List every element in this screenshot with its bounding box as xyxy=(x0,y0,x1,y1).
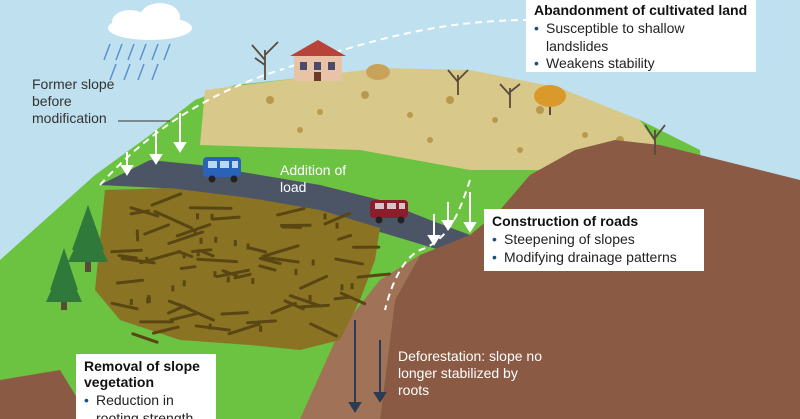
bare-tree-icon xyxy=(251,41,666,155)
roads-item: Modifying drainage patterns xyxy=(492,249,696,267)
house-icon xyxy=(290,40,346,81)
van-icon xyxy=(203,157,241,183)
debris-stumps xyxy=(129,213,354,332)
roads-title: Construction of roads xyxy=(492,213,639,229)
down-arrow-icon xyxy=(120,113,477,246)
field-tufts xyxy=(266,91,624,153)
root-arrow-icon xyxy=(348,320,387,413)
abandonment-title: Abandonment of cultivated land xyxy=(534,2,748,18)
roads-list: Steepening of slopes Modifying drainage … xyxy=(492,231,696,266)
roads-box: Construction of roads Steepening of slop… xyxy=(484,209,704,271)
vegetation-list: Reduction in rooting strength xyxy=(84,392,208,419)
debris-logs xyxy=(110,192,391,344)
addition-of-load-label: Addition of load xyxy=(280,162,347,195)
rain-cloud-icon xyxy=(103,3,192,81)
tree-icon xyxy=(46,205,108,310)
abandonment-item: Weakens stability xyxy=(534,55,748,73)
autumn-tree-icon xyxy=(366,64,566,115)
car-icon xyxy=(370,200,408,224)
lower-soil xyxy=(0,370,90,419)
abandonment-item: Susceptible to shallow landslides xyxy=(534,20,748,55)
former-slope-label: Former slope before modification xyxy=(32,76,115,126)
abandonment-box: Abandonment of cultivated land Susceptib… xyxy=(526,0,756,72)
vegetation-title: Removal of slope vegetation xyxy=(84,358,200,390)
debris-field xyxy=(95,188,380,350)
deforestation-label: Deforestation: slope no longer stabilize… xyxy=(398,348,542,398)
roads-item: Steepening of slopes xyxy=(492,231,696,249)
abandonment-list: Susceptible to shallow landslides Weaken… xyxy=(534,20,748,73)
vegetation-box: Removal of slope vegetation Reduction in… xyxy=(76,354,216,419)
vegetation-item: Reduction in rooting strength xyxy=(84,392,208,419)
